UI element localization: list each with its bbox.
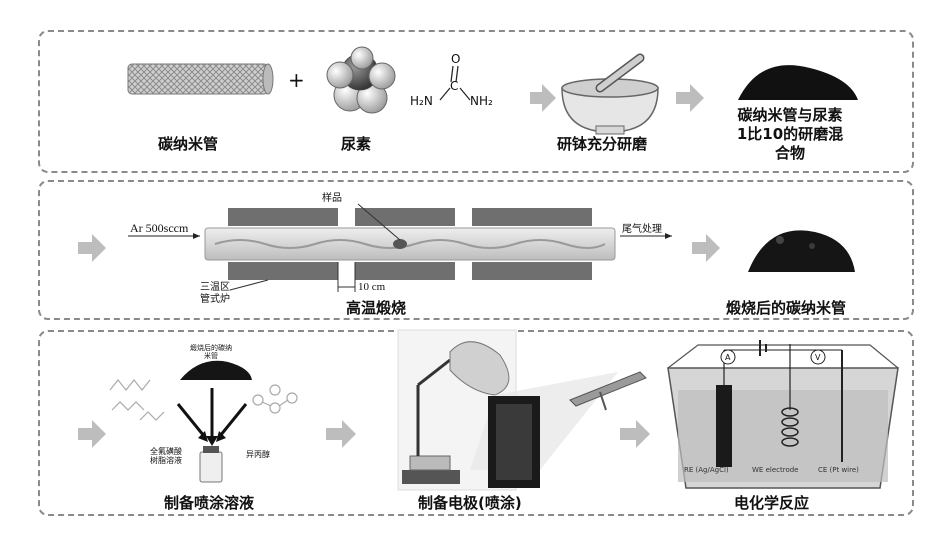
plus-sign: + — [288, 68, 305, 92]
length-label: 10 cm — [358, 281, 385, 293]
nafion-label: 全氟磺酸 树脂溶液 — [150, 447, 182, 465]
mixture-label-line-1: 碳纳米管与尿素 — [720, 106, 860, 125]
isopropanol-structure-icon — [253, 385, 297, 413]
calcined-cnt-small-pile-icon — [180, 361, 252, 380]
solution-vial-icon — [200, 446, 222, 482]
sample-label: 样品 — [322, 189, 342, 204]
exhaust-label: 尾气处理 — [622, 220, 662, 235]
cell-label-ce: CE (Pt wire) — [818, 466, 859, 474]
calcined-cnt-small-label-line-1: 煅烧后的碳纳 — [190, 344, 232, 352]
furnace-label: 三温区 管式炉 — [200, 282, 230, 306]
urea-molecule-icon — [327, 47, 395, 113]
urea-formula-c: C — [450, 79, 458, 93]
mortar-label: 研钵充分研磨 — [557, 133, 647, 154]
nafion-label-line-2: 树脂溶液 — [150, 456, 182, 465]
mixture-label-line-3: 合物 — [720, 144, 860, 163]
mixing-arrows — [178, 388, 246, 446]
mixture-label-line-2: 1比10的研磨混 — [720, 125, 860, 144]
ar-flow-label: Ar 500sccm — [130, 221, 188, 236]
ammeter-letter: A — [725, 353, 730, 362]
cell-label-re: RE (Ag/AgCl) — [684, 466, 729, 474]
calcined-cnt-small-label: 煅烧后的碳纳 米管 — [190, 344, 232, 360]
cell-label-we: WE electrode — [752, 466, 798, 474]
spray-solution-label: 制备喷涂溶液 — [164, 492, 254, 513]
urea-formula-nh2: NH₂ — [470, 94, 493, 108]
cnt-label: 碳纳米管 — [158, 133, 218, 154]
calcination-label: 高温煅烧 — [346, 297, 406, 318]
calcined-cnt-small-label-line-2: 米管 — [190, 352, 232, 360]
mortar-pestle-icon — [562, 58, 658, 134]
carbon-nanotube-icon — [128, 64, 273, 94]
urea-formula-o: O — [451, 52, 460, 66]
calcined-cnt-pile-icon — [748, 230, 855, 272]
furnace-label-line-2: 管式炉 — [200, 294, 230, 306]
nafion-structure-icon — [110, 380, 164, 420]
urea-label: 尿素 — [341, 133, 371, 154]
nafion-label-line-1: 全氟磺酸 — [150, 447, 182, 456]
mixture-powder-pile-icon — [738, 65, 858, 100]
isopropanol-label: 异丙醇 — [246, 449, 270, 460]
calcined-cnt-label: 煅烧后的碳纳米管 — [726, 297, 846, 318]
electrochemical-reaction-label: 电化学反应 — [734, 492, 809, 513]
voltmeter-letter: V — [815, 353, 820, 362]
mixture-label: 碳纳米管与尿素 1比10的研磨混 合物 — [720, 106, 860, 163]
electrode-spraying-label: 制备电极(喷涂) — [418, 492, 522, 513]
spray-setup-icon — [398, 330, 646, 490]
urea-formula-h2n: H₂N — [410, 94, 433, 108]
furnace-label-line-1: 三温区 — [200, 282, 230, 294]
tube-furnace-icon — [205, 204, 615, 292]
